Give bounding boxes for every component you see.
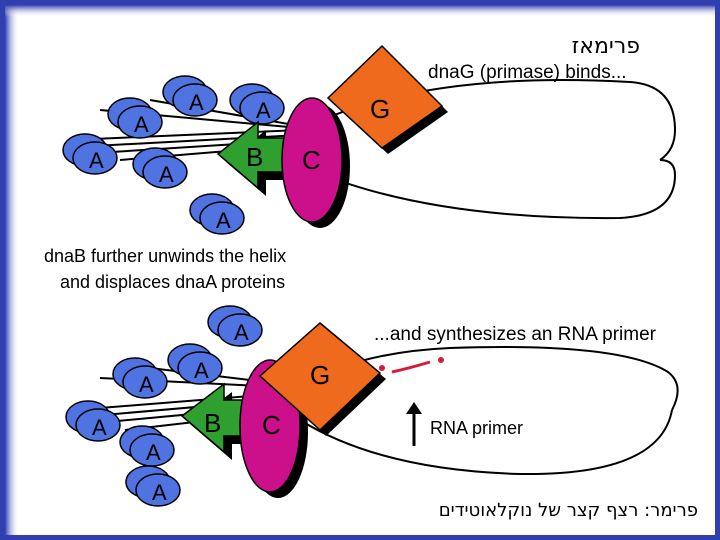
dnaB-label: B (204, 408, 221, 438)
title-hebrew: פרימאז (571, 34, 640, 59)
dnaA-label: A (216, 208, 231, 233)
dnaA-label: A (92, 415, 107, 440)
label-rna-primer: RNA primer (430, 418, 524, 438)
dnaA-label: A (159, 162, 174, 187)
dnaA-label: A (152, 480, 167, 505)
dnaA-protein: A (132, 147, 188, 189)
dnaG-primase-bottom: G (258, 322, 386, 436)
dnaC-label: C (302, 145, 321, 175)
dnaA-protein: A (112, 357, 168, 399)
primer-arrow-icon (406, 402, 422, 446)
caption-primase-binds: dnaG (primase) binds... (428, 62, 627, 83)
dnaA-label: A (89, 148, 104, 173)
dnaG-primase-top: G (326, 44, 448, 154)
dnaC-protein-top: C (281, 97, 350, 228)
dnaA-protein: A (229, 83, 285, 125)
dnaA-label: A (134, 112, 149, 137)
dnaA-label: A (189, 90, 204, 115)
caption-synthesizes-primer: ...and synthesizes an RNA primer (374, 324, 656, 345)
dnaA-label: A (256, 98, 271, 123)
dnaA-protein: A (125, 465, 181, 507)
dnaA-protein: A (65, 400, 121, 442)
definition-hebrew: פרימר: רצף קצר של נוקלאוטידים (438, 500, 698, 521)
dnaB-label: B (246, 142, 263, 172)
caption-dnaB-line1: dnaB further unwinds the helix (44, 246, 287, 266)
dnaA-protein: A (162, 75, 218, 117)
dnaG-label: G (370, 94, 390, 124)
dnaA-protein: A (62, 133, 118, 175)
dnaA-protein: A (107, 97, 163, 139)
dnaA-label: A (234, 320, 249, 345)
rna-primer (379, 357, 444, 374)
dna-strand-lower (299, 159, 677, 220)
dnaA-label: A (194, 358, 209, 383)
dnaG-label: G (310, 360, 330, 390)
dnaA-protein: A (207, 305, 263, 347)
dnaA-protein: A (167, 343, 223, 385)
dnaC-label: C (262, 410, 281, 440)
dnaA-label: A (146, 440, 161, 465)
dnaA-cluster-bottom: A A A A A (65, 305, 263, 507)
caption-dnaB-line2: and displaces dnaA proteins (60, 272, 286, 292)
dnaA-protein: A (189, 193, 245, 235)
dnaA-protein: A (119, 425, 175, 467)
dna-strand-lower (299, 409, 673, 476)
dnaA-label: A (139, 372, 154, 397)
dnaA-cluster-top: A A A A A (62, 75, 285, 235)
